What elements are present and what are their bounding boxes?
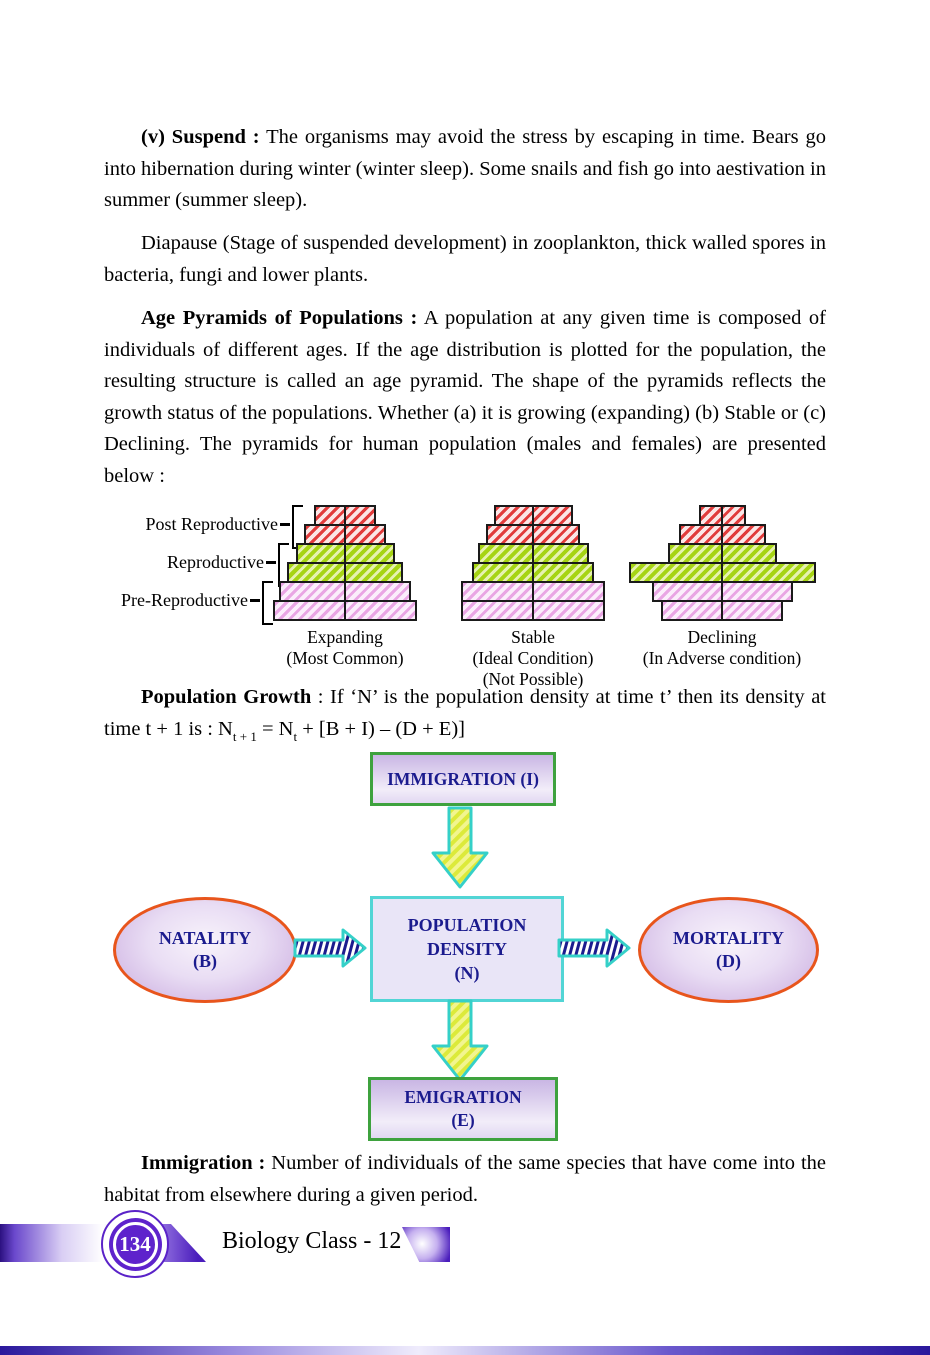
emigration-box: EMIGRATION (E): [368, 1077, 558, 1141]
paragraph-suspend: (v) Suspend : The organisms may avoid th…: [104, 126, 826, 211]
paragraph-population-growth-lead: Population Growth: [141, 686, 312, 708]
paragraph-immigration: Immigration : Number of individuals of t…: [104, 1152, 826, 1206]
pyramid-caption: Stable(Ideal Condition)(Not Possible): [472, 627, 594, 689]
pyramid-declining: Declining(In Adverse condition): [627, 505, 817, 668]
pyramid-caption: Declining(In Adverse condition): [642, 627, 802, 668]
page-number: 134: [112, 1221, 158, 1267]
formula-subscript: t: [293, 728, 298, 744]
label-dash: [250, 599, 260, 602]
bottom-edge-bar: [0, 1346, 930, 1355]
pyramid-center-axis: [721, 505, 723, 621]
paragraph-age-pyramids: Age Pyramids of Populations : A populati…: [104, 307, 826, 487]
paragraph-suspend-lead: (v) Suspend :: [141, 126, 260, 148]
paragraph-age-pyramids-lead: Age Pyramids of Populations :: [141, 307, 418, 329]
book-title: Biology Class - 12: [222, 1228, 402, 1254]
natality-ellipse: NATALITY (B): [113, 897, 297, 1003]
pyramid-caption: Expanding(Most Common): [286, 627, 404, 668]
pyramid-center-axis: [344, 505, 346, 621]
population-density-box: POPULATION DENSITY (N): [370, 896, 564, 1002]
pyramid-expanding: Expanding(Most Common): [270, 505, 420, 668]
paragraph-population-growth: Population Growth : If ‘N’ is the popula…: [104, 686, 826, 744]
page-number-badge: 134: [101, 1210, 169, 1278]
pyramid-stable: Stable(Ideal Condition)(Not Possible): [458, 505, 608, 689]
paragraph-immigration-lead: Immigration :: [141, 1152, 266, 1174]
label-pre-reproductive: Pre-Reproductive: [121, 590, 248, 610]
pyramid-center-axis: [532, 505, 534, 621]
arrow-down-icon: [431, 999, 489, 1082]
arrow-right-icon: [557, 928, 631, 968]
age-pyramids-figure: Post Reproductive Reproductive Pre-Repro…: [0, 497, 930, 689]
label-dash: [280, 523, 290, 526]
arrow-right-icon: [293, 928, 367, 968]
mortality-ellipse: MORTALITY (D): [638, 897, 819, 1003]
bracket-pre-reproductive: [262, 581, 273, 625]
label-post-reproductive: Post Reproductive: [145, 514, 279, 534]
immigration-box: IMMIGRATION (I): [370, 752, 556, 806]
footer-ornament: [402, 1227, 450, 1262]
formula-subscript: t + 1: [232, 728, 257, 744]
label-reproductive: Reproductive: [167, 552, 264, 572]
arrow-down-icon: [431, 806, 489, 889]
label-dash: [266, 561, 276, 564]
paragraph-diapause: Diapause (Stage of suspended development…: [104, 232, 826, 286]
